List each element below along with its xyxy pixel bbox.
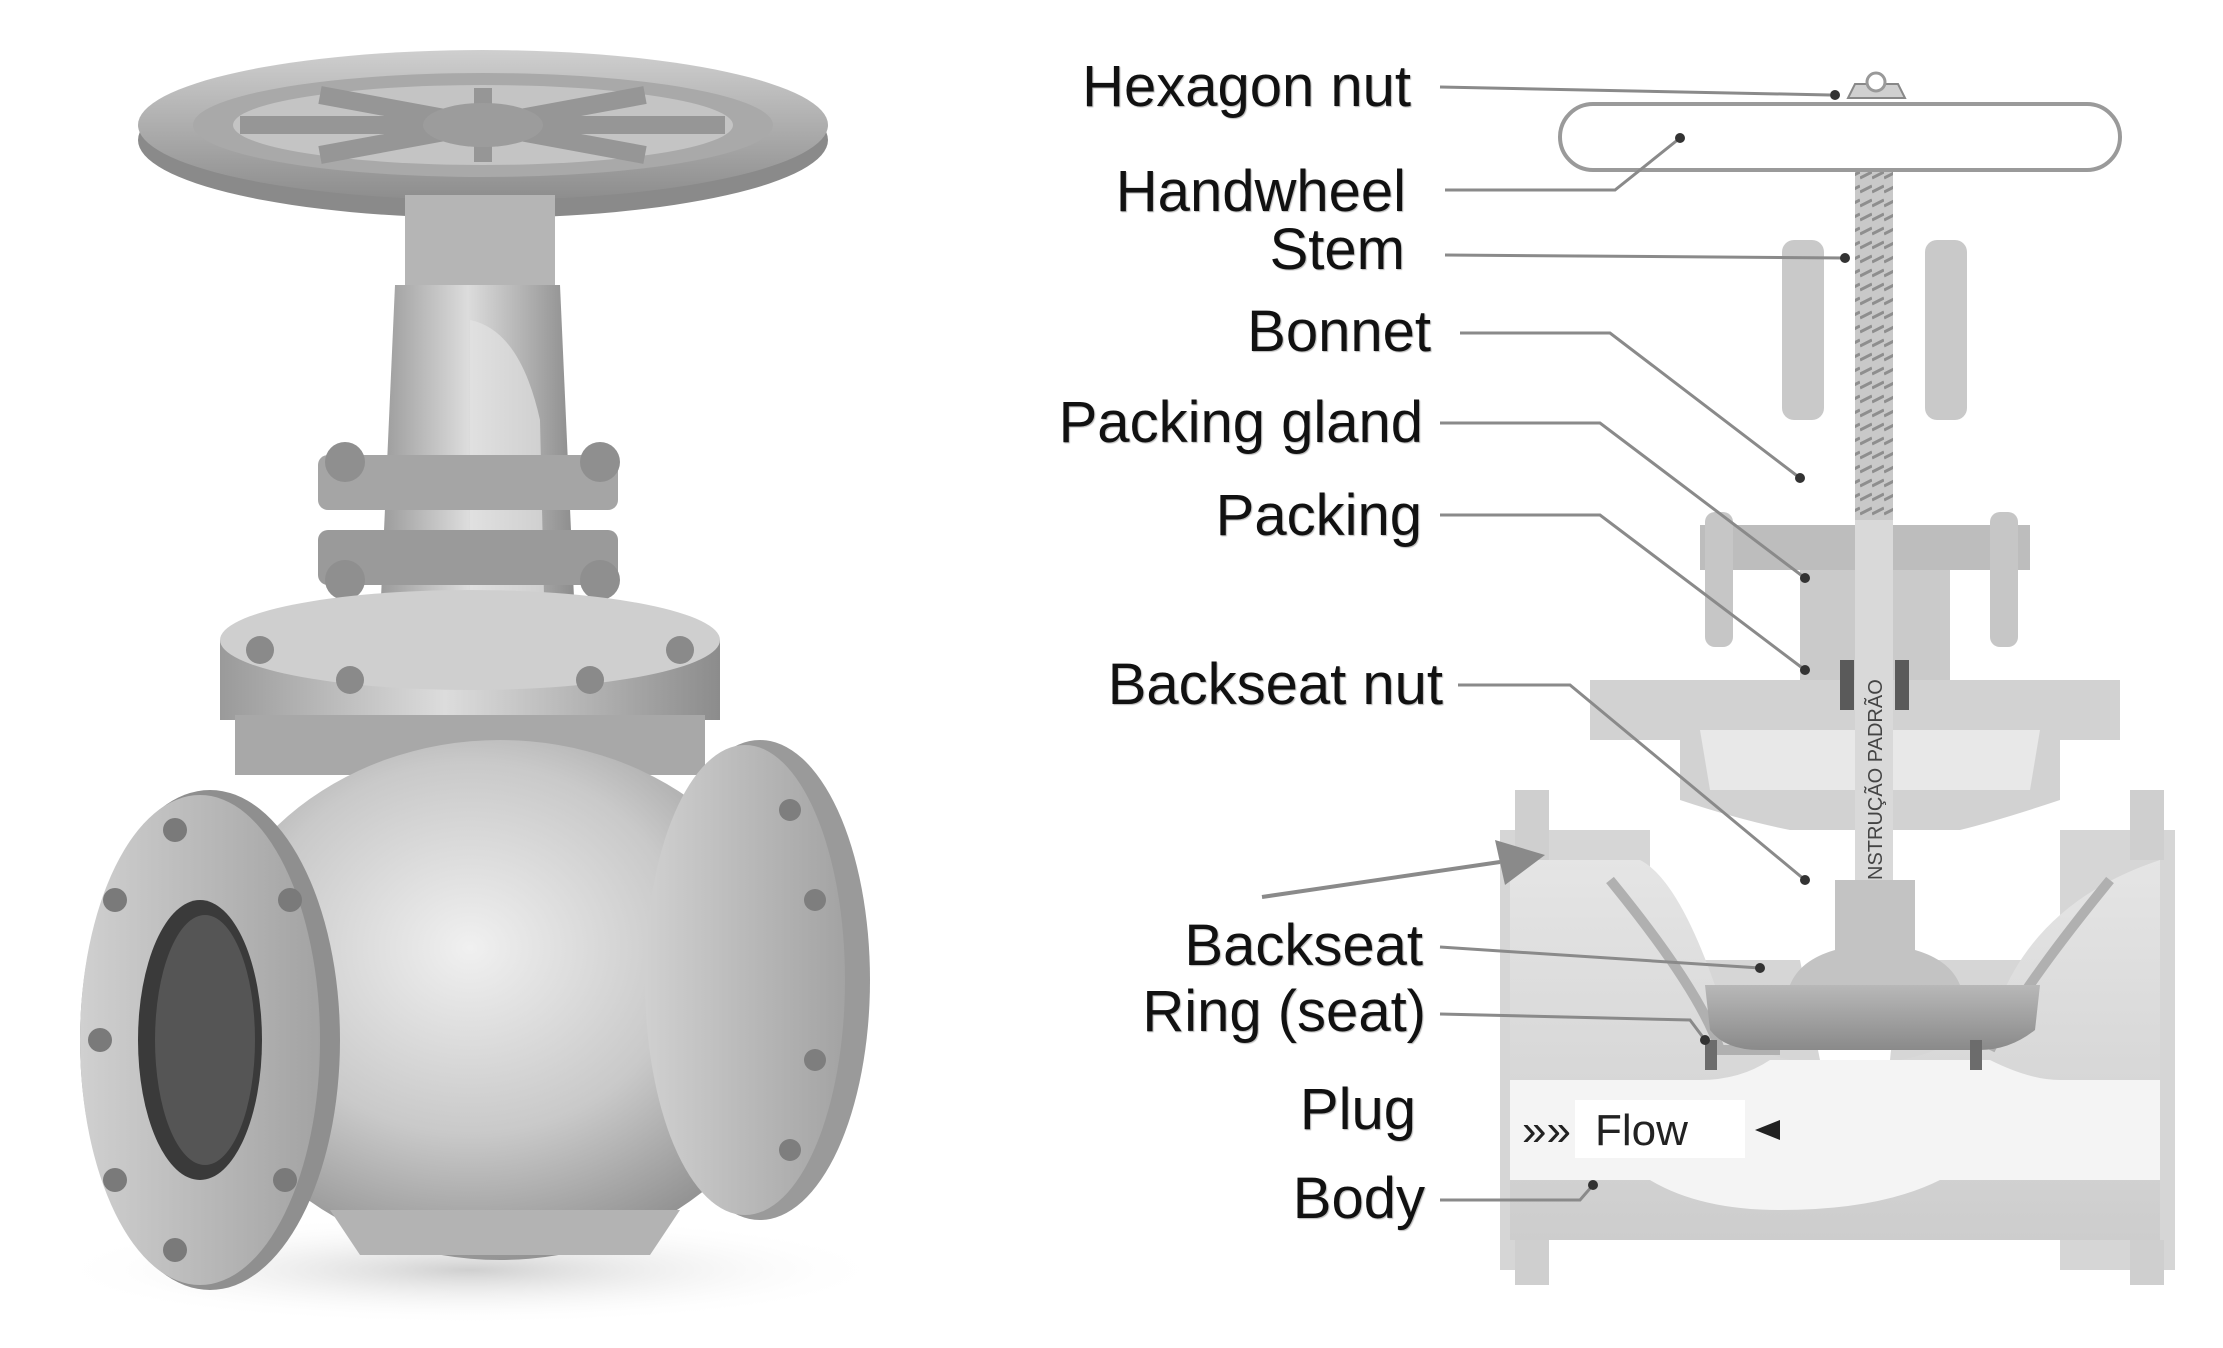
flow-indicator: »» Flow xyxy=(1522,1100,1780,1158)
diagram-packing xyxy=(1840,660,1854,710)
photo-bonnet-flange xyxy=(220,590,720,775)
diagram-packing-right xyxy=(1895,660,1909,710)
label-bonnet: Bonnet xyxy=(1247,299,1431,364)
photo-right-flange xyxy=(645,740,870,1220)
diagram-plug-disc xyxy=(1705,985,2040,1050)
label-backseat-nut: Backseat nut xyxy=(1107,652,1443,717)
label-plug: Plug xyxy=(1299,1077,1416,1142)
label-body: Body xyxy=(1292,1166,1425,1231)
photo-body xyxy=(200,740,800,1260)
pointer-arrow xyxy=(1261,840,1545,899)
label-ring-seat: Ring (seat) xyxy=(1142,979,1426,1044)
photo-yoke xyxy=(318,195,620,640)
flow-label: Flow xyxy=(1595,1106,1688,1155)
stem-stamp: CONSTRUÇÃO PADRÃO xyxy=(1863,679,1887,910)
photo-base xyxy=(330,1210,680,1255)
label-backseat: Backseat xyxy=(1184,913,1423,978)
leader-lines xyxy=(1439,85,1850,1202)
photo-left-flange xyxy=(80,790,340,1290)
leader-bonnet xyxy=(1460,331,1801,480)
photo-handwheel xyxy=(138,50,828,218)
label-packing-gland: Packing gland xyxy=(1058,390,1423,455)
label-handwheel: Handwheel xyxy=(1115,159,1406,224)
leader-hexagon-nut xyxy=(1439,85,1831,97)
leader-packing-gland xyxy=(1440,421,1806,580)
diagram-seat-ring-right xyxy=(1970,1040,1982,1070)
diagram-handwheel xyxy=(1558,102,2122,172)
leader-backseat-nut xyxy=(1458,683,1806,882)
leader-ring-seat xyxy=(1439,1012,1707,1041)
diagram-backseat-nut xyxy=(1790,880,1960,985)
leader-packing xyxy=(1440,513,1806,672)
leader-handwheel xyxy=(1445,136,1681,192)
flow-arrows: »» xyxy=(1522,1106,1571,1155)
label-hexagon-nut: Hexagon nut xyxy=(1082,54,1411,119)
diagram-seat-ring-left xyxy=(1705,1040,1717,1070)
label-stem: Stem xyxy=(1269,217,1405,282)
leader-stem xyxy=(1444,253,1846,260)
leader-backseat xyxy=(1439,945,1761,970)
label-packing: Packing xyxy=(1215,483,1422,548)
leader-body xyxy=(1440,1184,1595,1202)
